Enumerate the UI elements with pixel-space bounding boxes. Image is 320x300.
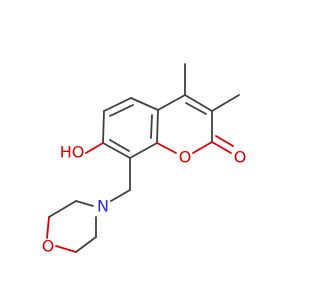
bond-c4-c3-double (185, 102, 207, 115)
bond-c2-o-carbonyl-double (215, 135, 234, 147)
molecule-structure: HO O O O N (42, 63, 247, 256)
bond-c8a-c4a-double (150, 114, 153, 139)
bond-c7-oh (85, 142, 104, 154)
carbonyl-oxygen-label: O (234, 148, 247, 167)
morpholine-oxygen-label: O (42, 237, 55, 256)
bond-c6-c7 (102, 110, 105, 144)
bond-cd-n (75, 200, 94, 207)
bond-c4a-c4 (157, 94, 186, 111)
bond-c2-o-carbonyl (211, 141, 232, 154)
ring-oxygen-label: O (179, 148, 192, 167)
bond-c4-c3 (184, 94, 213, 112)
bond-ch2-n (110, 189, 131, 202)
bond-c3-methyl (211, 94, 240, 112)
bond-c8-c8a (129, 142, 158, 159)
bond-c2-o1 (192, 141, 213, 154)
bond-o-cc (46, 216, 50, 239)
bond-c7-c8-double (109, 139, 130, 152)
bond-ca-cb (75, 236, 97, 253)
bond-cc-cd (48, 200, 77, 218)
molecule-canvas: HO O O O N (41, 63, 247, 256)
bond-o1-c8a (156, 142, 177, 154)
hydroxyl-label: HO (60, 143, 85, 162)
bond-c4a-c5 (130, 97, 159, 111)
bond-c5-c6 (103, 97, 132, 112)
bond-c7-c8 (102, 142, 131, 159)
bond-c8a-c4a (156, 109, 159, 144)
bond-cb-o (55, 245, 77, 253)
morpholine-nitrogen-label: N (97, 197, 109, 216)
bond-c5-c6-double (109, 104, 134, 117)
